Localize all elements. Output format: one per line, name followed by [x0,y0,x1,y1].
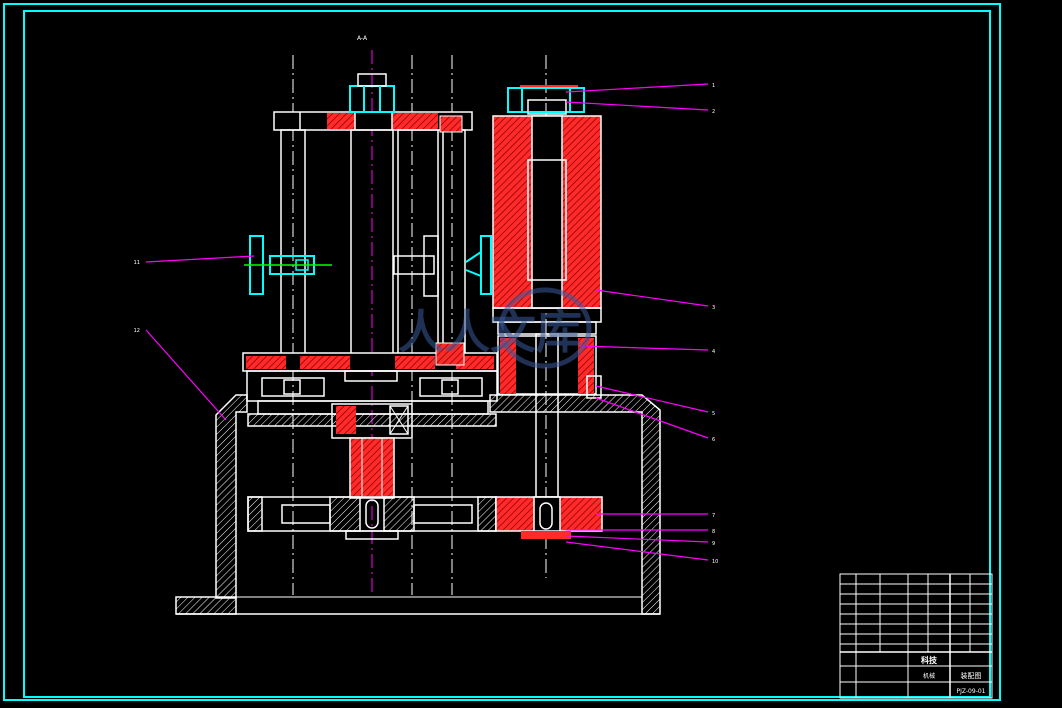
callout-1: 1 [712,83,715,89]
title-drawing-number: PJZ-09-01 [957,688,986,695]
callout-8: 8 [712,529,715,535]
central-shaft-section [331,403,413,499]
right-cylinder [492,115,602,498]
leader-lines [145,83,709,561]
callout-6: 6 [712,437,715,443]
callout-7: 7 [712,513,715,519]
side-clamp [465,235,492,295]
handwheel-icon [244,235,332,295]
watermark: 人人文库 [398,287,592,369]
title-block [839,573,993,699]
lower-carriage [246,370,498,427]
callout-12: 12 [134,328,140,334]
top-clamp-screw [439,115,463,133]
callout-9: 9 [712,541,715,547]
callout-4: 4 [712,349,715,355]
callout-2: 2 [712,109,715,115]
title-part-name: 装配图 [961,671,982,680]
right-top-cap [507,85,585,115]
callout-numbers: 1 2 3 4 5 6 7 8 9 10 11 12 [134,83,719,565]
callout-3: 3 [712,305,715,311]
base-housing [175,394,661,615]
drawing-frame [3,3,1001,701]
section-label: A-A [357,35,368,42]
top-nut [349,73,395,113]
watermark-text: 人人文库 [398,305,582,359]
callout-11: 11 [134,260,140,266]
title-company: 科技 [921,655,938,665]
title-block-text: 科技 装配图 PJZ-09-01 机械 [921,655,986,695]
callout-5: 5 [712,411,715,417]
title-org: 机械 [923,672,935,680]
callout-10: 10 [712,559,718,565]
bottom-gear [247,496,497,540]
right-gear [495,496,603,539]
middle-plate [242,342,498,372]
